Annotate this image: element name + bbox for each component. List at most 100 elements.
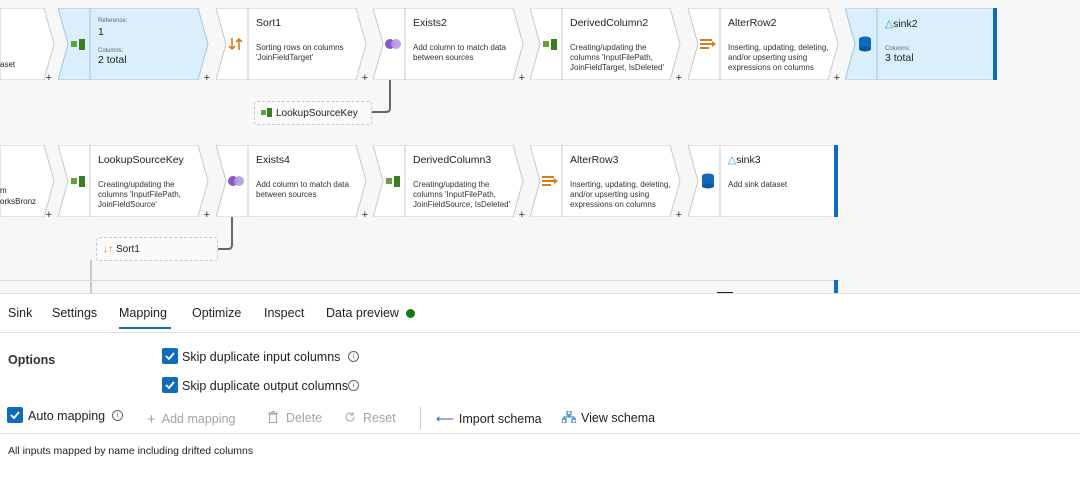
- derived-column-icon: [534, 8, 566, 80]
- node-title: LookupSourceKey: [98, 154, 184, 166]
- reset-icon: [344, 411, 356, 425]
- tab-optimize[interactable]: Optimize: [192, 306, 242, 320]
- skip-input-checkbox[interactable]: [162, 348, 178, 364]
- add-transform-icon[interactable]: +: [45, 209, 52, 221]
- node-title: AlterRow3: [570, 154, 619, 166]
- node-title: △sink3: [728, 154, 824, 166]
- sort-reference-chip[interactable]: ↓↑ Sort1: [96, 237, 218, 261]
- derived-column-icon: [261, 106, 273, 121]
- connector-line: [360, 80, 391, 113]
- reset-button[interactable]: Reset: [344, 411, 396, 425]
- add-transform-icon[interactable]: +: [675, 72, 682, 84]
- status-dot-icon: [405, 309, 415, 318]
- tab-inspect[interactable]: Inspect: [264, 306, 305, 320]
- lookup-reference-chip[interactable]: LookupSourceKey: [254, 101, 372, 125]
- source-node-partial[interactable]: m orksBronz +: [0, 145, 58, 221]
- node-desc: Add column to match data between sources: [413, 43, 506, 62]
- tab-sink[interactable]: Sink: [8, 306, 33, 320]
- derivedcolumn3-node[interactable]: DerivedColumn3 Creating/updating the col…: [373, 145, 529, 221]
- add-transform-icon[interactable]: +: [361, 209, 368, 221]
- node-title: AlterRow2: [728, 17, 777, 29]
- tab-settings[interactable]: Settings: [52, 306, 98, 320]
- connector-line: [90, 260, 92, 293]
- source-node-partial[interactable]: aset +: [0, 8, 58, 84]
- trash-icon: [268, 411, 278, 425]
- sink2-title: sink2: [893, 18, 918, 30]
- node-desc: Creating/updating the columns 'InputFile…: [413, 180, 511, 209]
- lookupsourcekey-node[interactable]: LookupSourceKey Creating/updating the co…: [58, 145, 214, 221]
- add-transform-icon[interactable]: +: [518, 72, 525, 84]
- sort-icon: ↓↑: [103, 243, 113, 255]
- node-desc: Creating/updating the columns 'InputFile…: [98, 180, 181, 209]
- toolbar-divider: [420, 407, 421, 429]
- node-title: △sink2: [885, 18, 983, 30]
- node-desc: Inserting, updating, deleting, and/or up…: [728, 43, 829, 72]
- exists-icon: [377, 8, 409, 80]
- sink2-node[interactable]: △sink2 Columns: 3 total: [845, 8, 997, 80]
- info-icon[interactable]: i: [348, 351, 359, 362]
- sort1-node[interactable]: Sort1 Sorting rows on columns 'JoinField…: [216, 8, 372, 84]
- alterrow2-node[interactable]: AlterRow2 Inserting, updating, deleting,…: [688, 8, 844, 84]
- node-title: Sort1: [256, 17, 282, 29]
- import-icon: ⟵: [436, 412, 454, 426]
- tab-data-preview[interactable]: Data preview: [326, 306, 415, 320]
- exists2-node[interactable]: Exists2 Add column to match data between…: [373, 8, 529, 84]
- schema-icon: [561, 410, 577, 425]
- add-transform-icon[interactable]: +: [45, 72, 52, 84]
- connector-line: [208, 217, 233, 250]
- sort-icon: [220, 8, 252, 80]
- info-icon[interactable]: i: [348, 380, 359, 391]
- derived-column-icon: [377, 145, 409, 217]
- delete-button[interactable]: Delete: [268, 411, 322, 425]
- alter-row-icon: [692, 8, 724, 80]
- add-transform-icon[interactable]: +: [203, 209, 210, 221]
- import-schema-button[interactable]: ⟵ Import schema: [436, 411, 542, 426]
- derivedcolumn2-node[interactable]: DerivedColumn2 Creating/updating the col…: [530, 8, 686, 84]
- import-schema-label: Import schema: [458, 412, 542, 426]
- node-desc: Sorting rows on columns 'JoinFieldTarget…: [256, 43, 344, 62]
- chip-label: Sort1: [116, 243, 140, 255]
- node-desc: m: [0, 186, 7, 195]
- node-desc: Creating/updating the columns 'InputFile…: [570, 43, 665, 72]
- node-title: Exists2: [413, 17, 447, 29]
- selected-indicator: [834, 280, 838, 293]
- derived-column-icon: [62, 145, 94, 217]
- node-desc: orksBronz: [0, 197, 37, 206]
- delete-label: Delete: [286, 411, 323, 425]
- auto-mapping-toggle[interactable]: [7, 407, 23, 423]
- sink3-title: sink3: [736, 154, 761, 166]
- data-flow-canvas[interactable]: aset + Reference: 1 Columns: 2 total + S…: [0, 0, 1080, 293]
- dataset-icon: △: [728, 154, 737, 166]
- add-transform-icon[interactable]: +: [361, 72, 368, 84]
- add-transform-icon[interactable]: +: [675, 209, 682, 221]
- skip-output-label: Skip duplicate output columns: [182, 379, 349, 393]
- skip-output-checkbox[interactable]: [162, 377, 178, 393]
- tab-mapping[interactable]: Mapping: [119, 306, 167, 320]
- exists4-node[interactable]: Exists4 Add column to match data between…: [216, 145, 372, 221]
- sink-icon: [849, 8, 881, 80]
- reset-label: Reset: [363, 411, 396, 425]
- node-desc: Inserting, updating, deleting, and/or up…: [570, 180, 671, 209]
- properties-panel: Sink Settings Mapping Optimize Inspect D…: [0, 293, 1080, 496]
- partial-row-edge: [0, 280, 840, 281]
- info-icon[interactable]: i: [112, 410, 123, 421]
- skip-input-label: Skip duplicate input columns: [182, 350, 341, 364]
- add-transform-icon[interactable]: +: [518, 209, 525, 221]
- sink3-node[interactable]: △sink3 Add sink dataset: [688, 145, 838, 217]
- columns-value: 3 total: [885, 52, 914, 64]
- add-transform-icon[interactable]: +: [833, 72, 840, 84]
- columns-label: Columns:: [885, 46, 911, 52]
- alterrow3-node[interactable]: AlterRow3 Inserting, updating, deleting,…: [530, 145, 686, 221]
- selected-indicator: [834, 145, 838, 217]
- add-mapping-button[interactable]: +Add mapping: [147, 411, 235, 428]
- alter-row-icon: [534, 145, 566, 217]
- node-desc: Add column to match data between sources: [256, 180, 349, 199]
- section-divider: [0, 433, 1080, 434]
- reference-node[interactable]: Reference: 1 Columns: 2 total +: [58, 8, 214, 84]
- view-schema-button[interactable]: View schema: [561, 410, 655, 425]
- node-title: DerivedColumn3: [413, 154, 492, 166]
- chip-label: LookupSourceKey: [276, 107, 358, 119]
- add-transform-icon[interactable]: +: [203, 72, 210, 84]
- columns-value: 2 total: [98, 54, 127, 66]
- add-mapping-label: Add mapping: [161, 412, 236, 426]
